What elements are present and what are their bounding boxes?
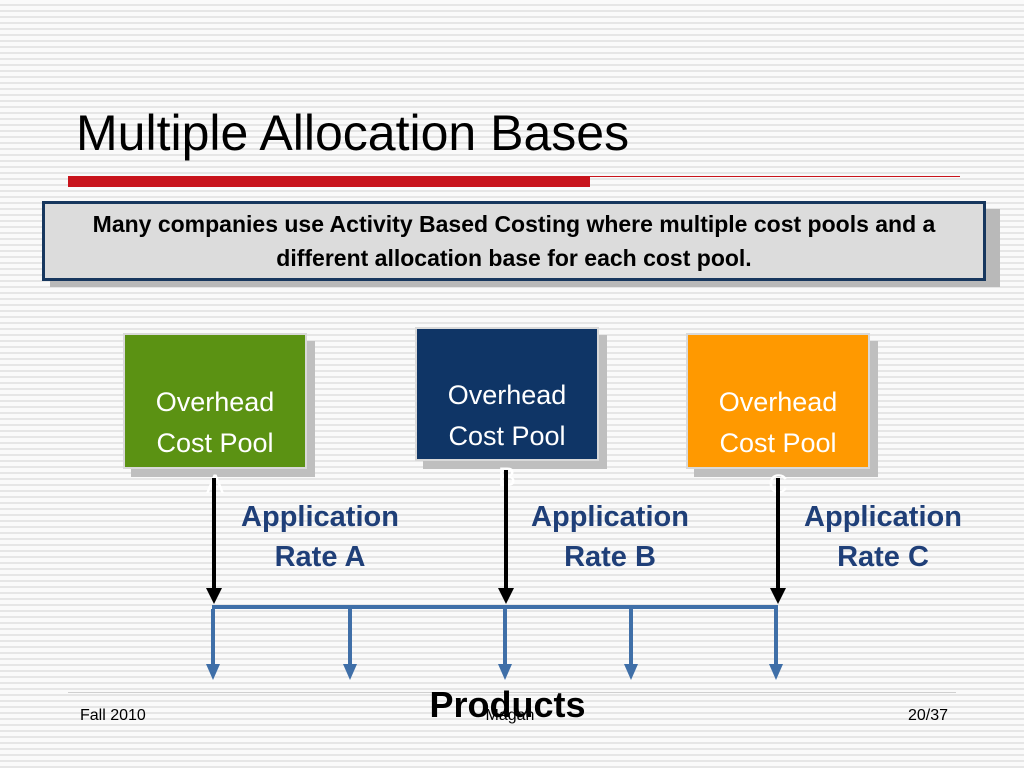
application-rate-a-text: Application Rate A <box>241 501 399 573</box>
product-arrowhead-2 <box>343 664 357 680</box>
info-text: Many companies use Activity Based Costin… <box>92 211 936 271</box>
application-rate-b: Application Rate B <box>510 497 710 577</box>
products-label: Products <box>429 684 586 725</box>
pool-b-arrowhead <box>498 588 514 604</box>
slide-number: 20/37 <box>907 707 948 724</box>
product-arrowhead-3 <box>498 664 512 680</box>
pool-c-arrowhead <box>770 588 786 604</box>
application-rate-c-text: Application Rate C <box>804 501 962 573</box>
title-underline-accent <box>68 176 590 187</box>
footer-divider <box>68 692 956 693</box>
application-rate-a: Application Rate A <box>220 497 420 577</box>
info-box: Many companies use Activity Based Costin… <box>42 201 986 281</box>
cost-pool-b-label: Overhead Cost Pool B <box>447 380 567 492</box>
cost-pool-a-label: Overhead Cost Pool A <box>155 387 275 499</box>
cost-pool-a: Overhead Cost Pool A <box>123 333 307 499</box>
slide-title: Multiple Allocation Bases <box>76 105 630 161</box>
pool-a-arrowhead <box>206 588 222 604</box>
cost-pool-c: Overhead Cost Pool C <box>686 333 870 499</box>
pool-arrows <box>206 470 786 604</box>
product-arrowhead-1 <box>206 664 220 680</box>
application-rate-b-text: Application Rate B <box>531 501 689 573</box>
application-rate-c: Application Rate C <box>783 497 983 577</box>
footer-author: Magan <box>485 707 535 724</box>
product-arrowhead-4 <box>624 664 638 680</box>
title-underline-thin <box>590 176 960 177</box>
footer-date: Fall 2010 <box>80 707 146 724</box>
cost-pool-c-label: Overhead Cost Pool C <box>718 387 838 499</box>
product-arrowhead-5 <box>769 664 783 680</box>
product-arrows <box>206 609 783 680</box>
cost-pool-b: Overhead Cost Pool B <box>415 327 599 492</box>
